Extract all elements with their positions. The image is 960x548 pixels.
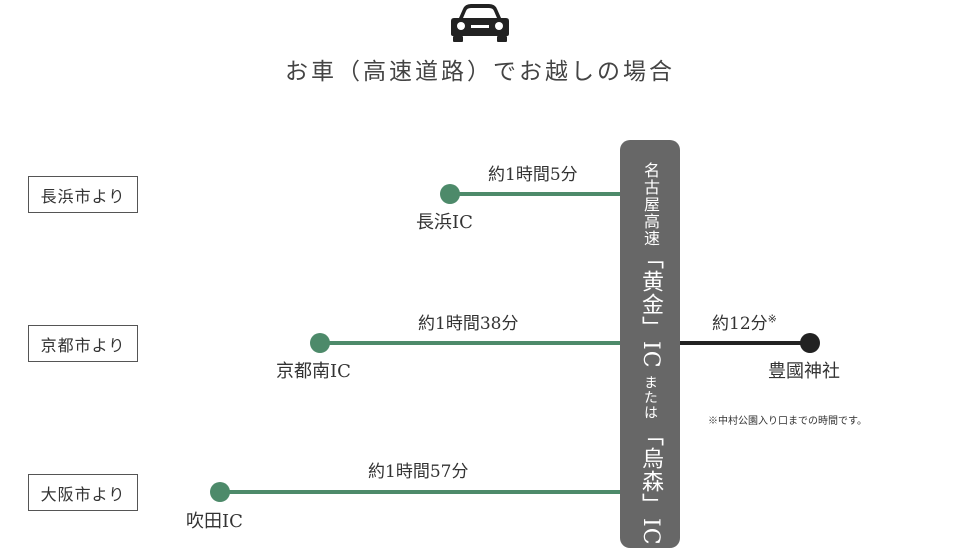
time-label-osaka: 約1時間57分 <box>368 462 469 482</box>
time-label-kyoto: 約1時間38分 <box>418 314 519 334</box>
highway-ic-label-1: IC <box>638 341 663 369</box>
ic-label-osaka: 吹田IC <box>186 511 243 532</box>
ic-point-osaka <box>210 482 230 502</box>
ic-point-nagahama <box>440 184 460 204</box>
route-line-nagahama <box>450 192 622 196</box>
highway-ic-kogane: 「黄金」 <box>638 247 663 339</box>
destination-line <box>680 341 810 345</box>
highway-name: 名古屋高速 <box>641 162 660 247</box>
origin-osaka: 大阪市より <box>28 474 138 511</box>
destination-time-mark: ※ <box>767 312 777 326</box>
ic-label-nagahama: 長浜IC <box>416 212 473 233</box>
car-icon <box>451 4 509 42</box>
ic-point-kyoto <box>310 333 330 353</box>
highway-ic-label-2: IC <box>638 517 663 546</box>
destination-name: 豊國神社 <box>768 361 840 382</box>
origin-nagahama: 長浜市より <box>28 176 138 213</box>
origin-kyoto: 京都市より <box>28 325 138 362</box>
highway-or: または <box>642 374 658 420</box>
highway-box: 名古屋高速 「黄金」 IC または 「烏森」 IC <box>620 140 680 548</box>
time-label-nagahama: 約1時間5分 <box>488 165 578 185</box>
destination-point <box>800 333 820 353</box>
destination-time: 約12分※ <box>712 312 777 334</box>
page-title: お車（高速道路）でお越しの場合 <box>285 59 675 85</box>
route-line-osaka <box>220 490 622 494</box>
footnote: ※中村公園入り口までの時間です。 <box>708 416 867 427</box>
route-line-kyoto <box>320 341 622 345</box>
highway-ic-karasumori: 「烏森」 <box>638 423 663 516</box>
ic-label-kyoto: 京都南IC <box>276 361 351 382</box>
